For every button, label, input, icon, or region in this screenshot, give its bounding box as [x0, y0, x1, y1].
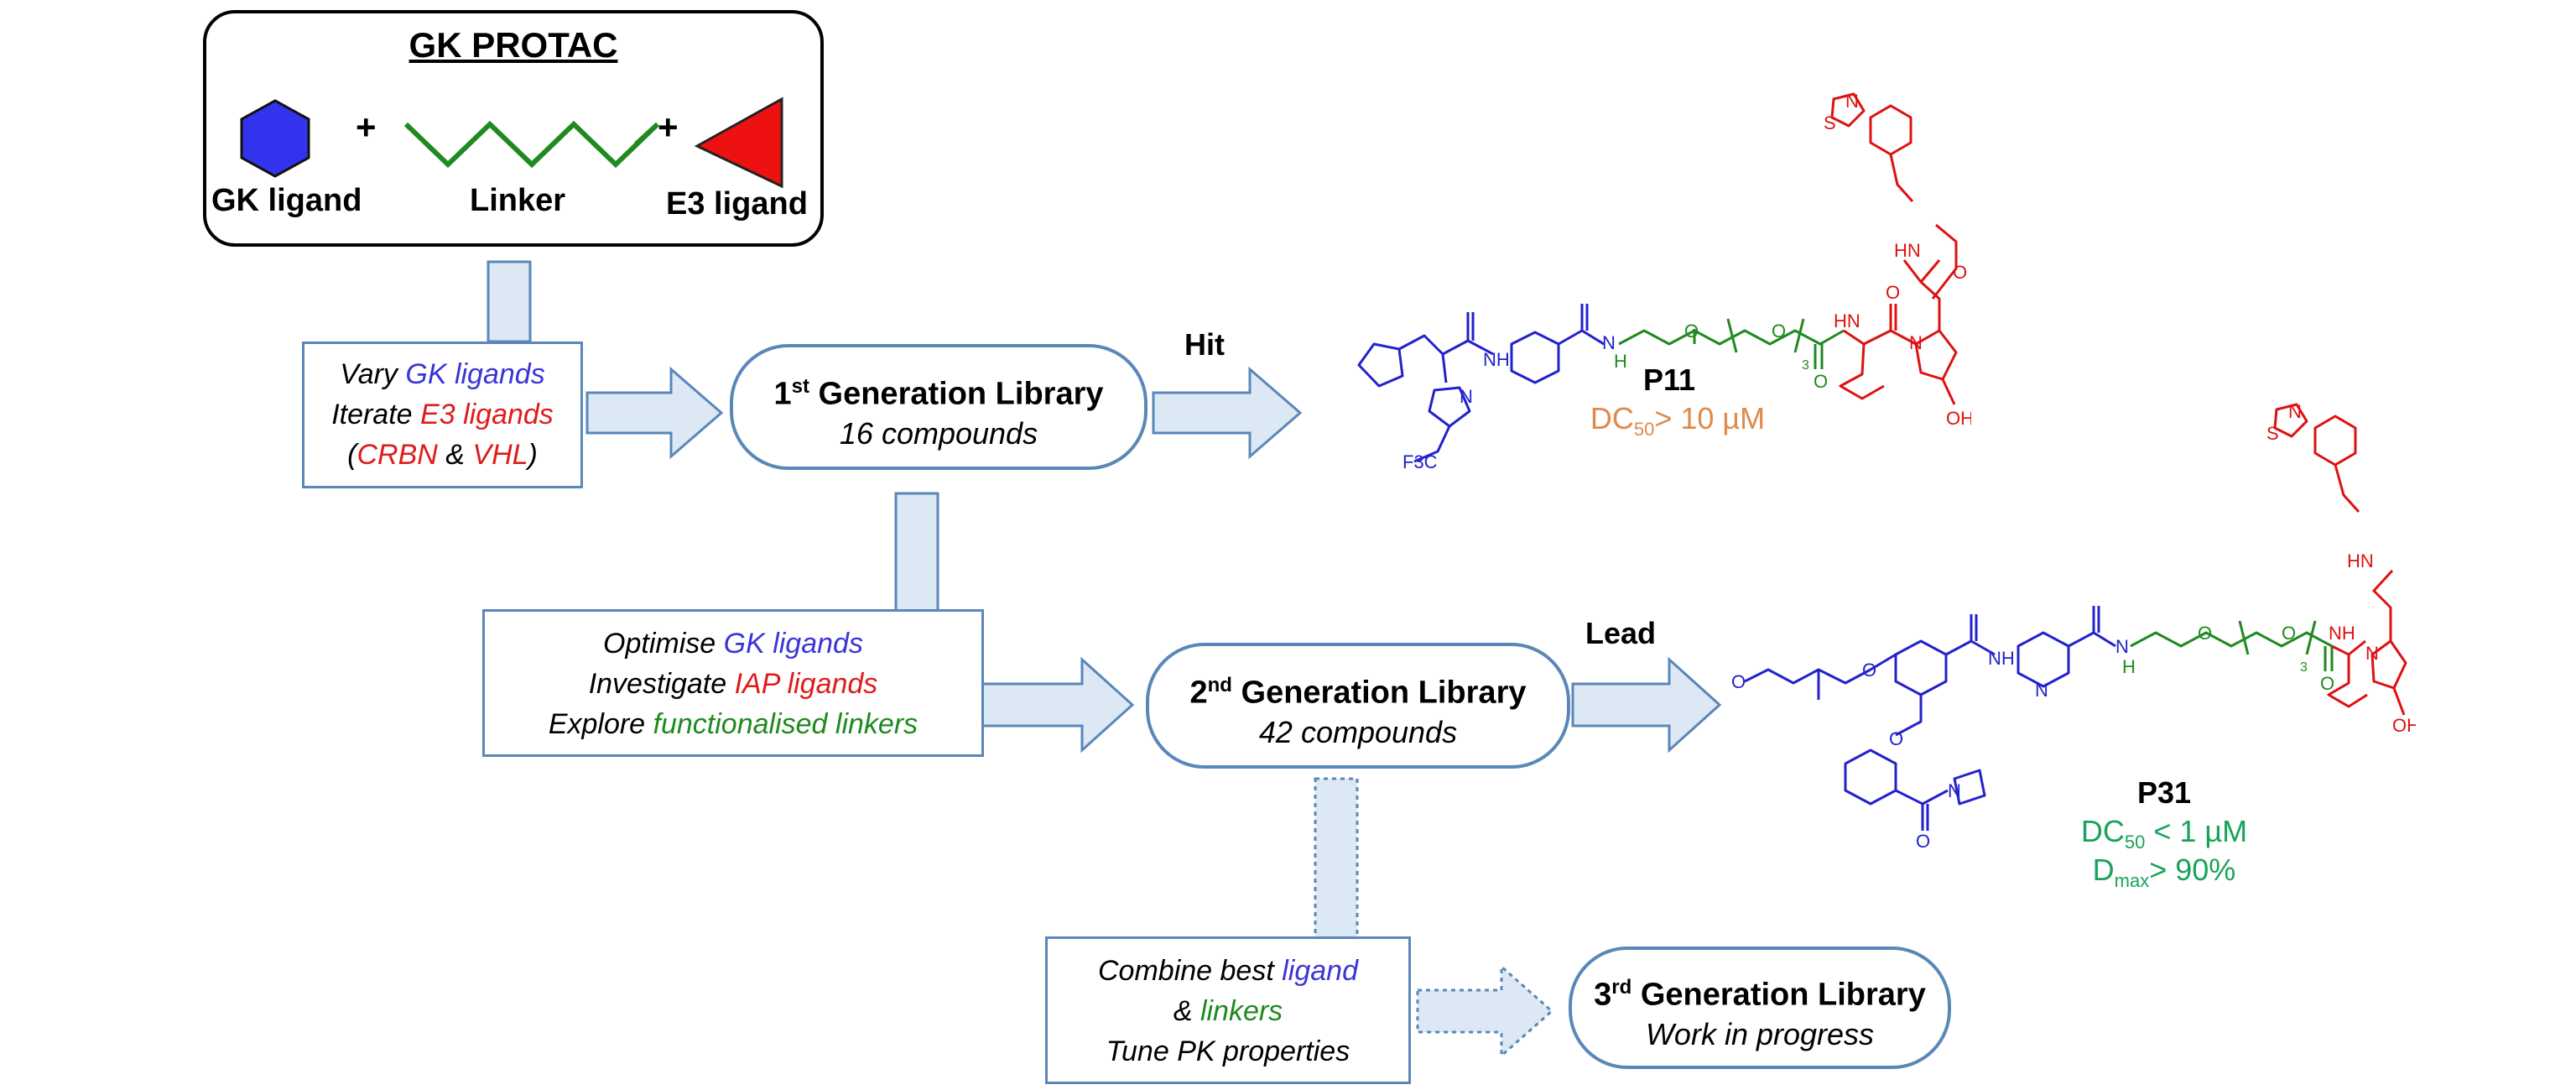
- atom-label: O: [2282, 623, 2296, 644]
- triangle-icon: [694, 96, 783, 189]
- atom-label: O: [2320, 673, 2334, 694]
- atom-label: N: [1845, 92, 1859, 112]
- p11-name: P11: [1642, 362, 1696, 397]
- p31-linker: [2130, 620, 2334, 671]
- linker-label: Linker: [470, 183, 566, 218]
- connector-protac-step1: [487, 260, 532, 343]
- atom-label: NH: [1988, 648, 2015, 669]
- atom-label: N: [2288, 403, 2302, 422]
- step3-box: Combine best ligand & linkers Tune PK pr…: [1045, 936, 1411, 1084]
- p11-linker: [1618, 318, 1845, 369]
- step2-line-investigate: Investigate IAP ligands: [588, 668, 878, 700]
- gen1-subtitle: 16 compounds: [839, 415, 1038, 451]
- atom-label: O: [2198, 623, 2212, 644]
- atom-label: N: [2115, 636, 2129, 657]
- atom-label: NH: [2329, 623, 2355, 644]
- atom-label: O: [1814, 371, 1828, 392]
- atom-label: S: [1824, 112, 1836, 133]
- atom-label: N: [2035, 680, 2048, 701]
- gen3-title: 3rd Generation Library: [1594, 976, 1926, 1013]
- step1-line-vary: Vary GK ligands: [340, 358, 545, 390]
- atom-label: OH: [2392, 715, 2416, 736]
- step3-line-linkers: & linkers: [1173, 995, 1283, 1027]
- atom-label: O: [1772, 321, 1786, 342]
- arrow-lead: [1571, 656, 1722, 754]
- p31-name: P31: [2136, 775, 2192, 810]
- atom-label: N: [1602, 332, 1616, 353]
- atom-label: H: [1614, 351, 1627, 372]
- plus-sign: +: [658, 107, 679, 147]
- atom-label: HN: [1894, 240, 1921, 261]
- atom-label: N: [1909, 332, 1923, 353]
- protac-box: GK PROTAC + + GK ligand Linker E3 ligand: [203, 10, 824, 247]
- arrow-hit: [1152, 366, 1303, 460]
- step2-box: Optimise GK ligands Investigate IAP liga…: [482, 609, 984, 757]
- step1-line-crbn-vhl: (CRBN & VHL): [347, 439, 538, 471]
- atom-label: S: [2266, 423, 2279, 444]
- protac-components: [240, 96, 783, 189]
- atom-label: N: [2365, 643, 2379, 664]
- e3-ligand-label: E3 ligand: [666, 186, 808, 222]
- gk-ligand-label: GK ligand: [211, 183, 362, 218]
- atom-label: O: [1684, 321, 1699, 342]
- step3-line-combine: Combine best ligand: [1098, 955, 1358, 987]
- atom-label: O: [1886, 282, 1900, 303]
- atom-label: O: [1953, 262, 1967, 283]
- atom-label: HN: [1834, 310, 1860, 331]
- gen2-subtitle: 42 compounds: [1258, 714, 1458, 749]
- step2-line-optimise: Optimise GK ligands: [603, 628, 863, 660]
- atom-label: NH: [1483, 349, 1510, 370]
- p11-e3-ligand: [1830, 92, 1958, 405]
- atom-label: O: [1916, 831, 1930, 852]
- atom-label: O: [1862, 660, 1876, 681]
- protac-title: GK PROTAC: [409, 25, 618, 65]
- p31-e3-ligand: [2273, 403, 2407, 716]
- atom-label: 3: [1802, 358, 1809, 373]
- hit-label: Hit: [1184, 327, 1225, 362]
- atom-label: OH: [1946, 408, 1971, 429]
- p11-dc50: DC50> 10 µM: [1590, 401, 1766, 441]
- p31-dmax: Dmax> 90%: [2092, 853, 2236, 892]
- p31-gk-ligand: [1744, 606, 2116, 831]
- gen3-library: 3rd Generation Library Work in progress: [1569, 947, 1951, 1069]
- p31-dc50: DC50 < 1 µM: [2080, 814, 2248, 853]
- atom-label: N: [1948, 780, 1961, 801]
- step3-line-tune: Tune PK properties: [1106, 1035, 1350, 1067]
- gen2-title: 2nd Generation Library: [1189, 674, 1527, 711]
- step1-box: Vary GK ligands Iterate E3 ligands (CRBN…: [302, 342, 583, 488]
- p11-gk-ligand: [1357, 304, 1605, 463]
- atom-label: O: [1889, 728, 1903, 749]
- linker-zigzag-icon: [403, 120, 660, 169]
- hexagon-icon: [240, 99, 310, 178]
- molecule-p11: N F3C NH N H O O 3 O HN N O OH HN O S N: [1357, 92, 1971, 472]
- atom-label: H: [2122, 656, 2136, 677]
- gen2-library: 2nd Generation Library 42 compounds: [1146, 643, 1570, 769]
- gen3-subtitle: Work in progress: [1645, 1016, 1875, 1051]
- atom-label: HN: [2347, 550, 2374, 571]
- plus-sign: +: [356, 107, 377, 147]
- atom-label: O: [1731, 671, 1746, 692]
- atom-label: F3C: [1402, 451, 1438, 472]
- arrow-step2-gen2: [980, 656, 1135, 754]
- connector-gen2-step3: [1314, 777, 1359, 941]
- lead-label: Lead: [1585, 616, 1657, 650]
- atom-label: N: [1460, 386, 1473, 407]
- gen1-library: 1st Generation Library 16 compounds: [730, 344, 1147, 470]
- arrow-step3-gen3: [1416, 963, 1554, 1059]
- arrow-step1-gen1: [585, 366, 724, 460]
- step2-line-explore: Explore functionalised linkers: [548, 708, 919, 740]
- step1-line-iterate: Iterate E3 ligands: [331, 399, 554, 430]
- molecule-p31: O O O NH N O N N H O O 3 O NH N OH HN S …: [1731, 403, 2416, 852]
- gen1-title: 1st Generation Library: [773, 375, 1104, 412]
- connector-gen1-step2: [894, 492, 939, 613]
- atom-label: 3: [2300, 660, 2308, 675]
